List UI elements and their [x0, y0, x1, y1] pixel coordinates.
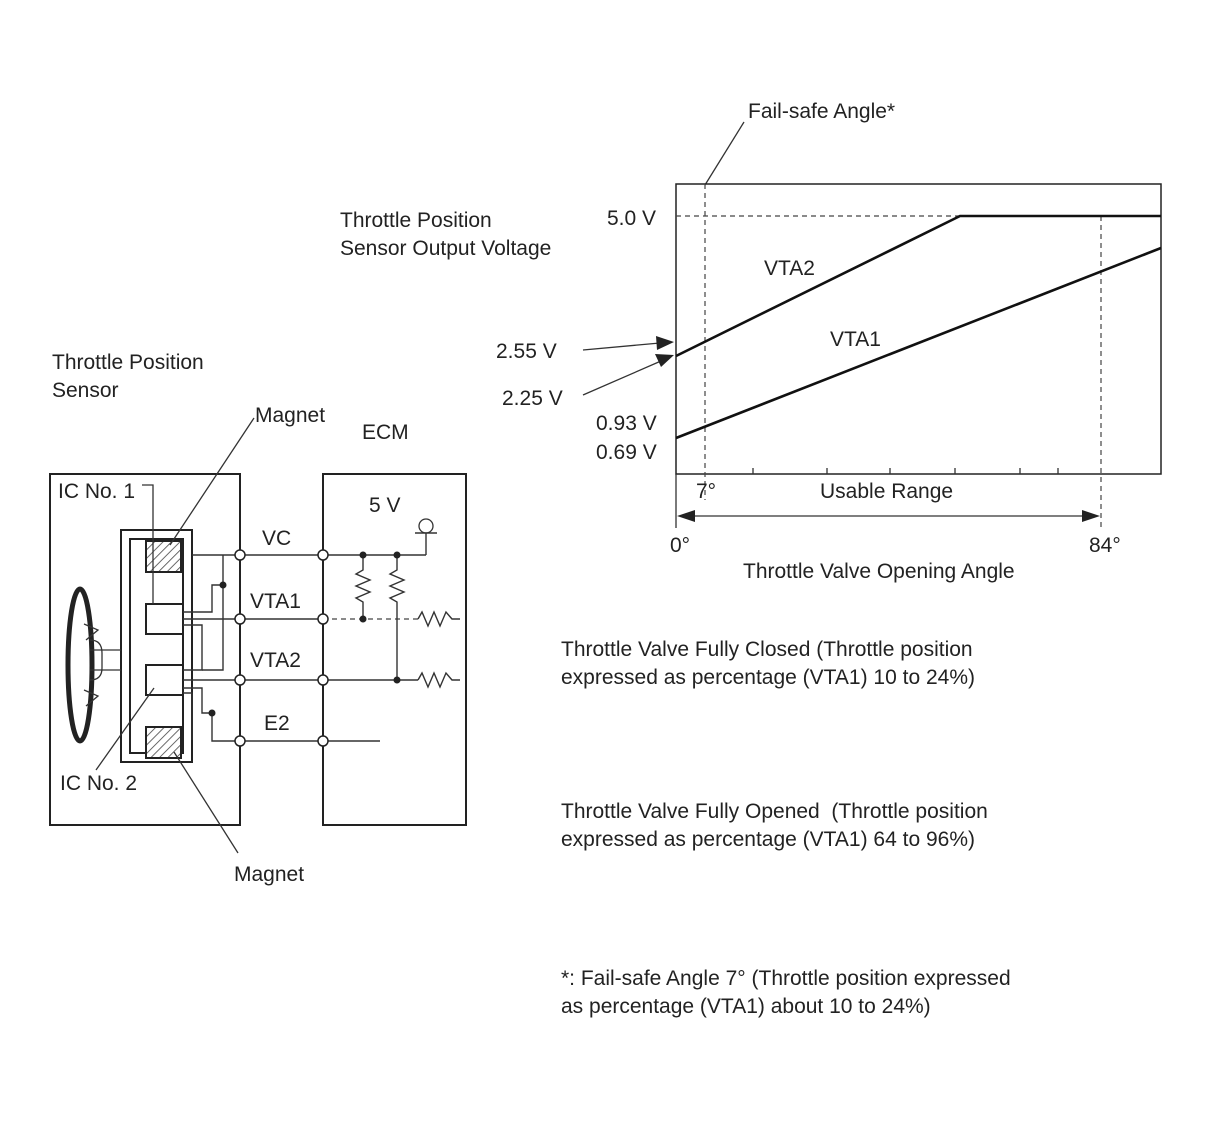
- ic1-leader: [142, 484, 154, 604]
- magnet-top-leader: [169, 417, 255, 546]
- vta1-line: [675, 246, 1162, 440]
- closed-note-line1: Throttle Valve Fully Closed (Throttle po…: [561, 638, 973, 661]
- supply-voltage: 5 V: [369, 494, 401, 517]
- usable-range-label: Usable Range: [820, 480, 953, 503]
- xtick-7deg: 7°: [696, 480, 716, 503]
- ecm-label: ECM: [362, 421, 409, 444]
- ytick-0-93v: 0.93 V: [596, 412, 657, 435]
- rotation-icon: [65, 586, 121, 744]
- xtick-84deg: 84°: [1089, 534, 1121, 557]
- fail-safe-label: Fail-safe Angle*: [748, 100, 895, 123]
- vta1-label: VTA1: [830, 328, 881, 351]
- xtick-0deg: 0°: [670, 534, 690, 557]
- sensor-title-line1: Throttle Position: [52, 351, 204, 374]
- x-axis-ticks: [752, 468, 1059, 474]
- ytick-0-69v: 0.69 V: [596, 441, 657, 464]
- ic2-label: IC No. 2: [60, 772, 137, 795]
- terminal-vta2: VTA2: [250, 649, 301, 672]
- vta2-label: VTA2: [764, 257, 815, 280]
- connector-nodes: [234, 549, 329, 747]
- sensor-core-outer: [120, 529, 193, 763]
- ic1-chip: [145, 603, 184, 635]
- opened-note-line1: Throttle Valve Fully Opened (Throttle po…: [561, 800, 988, 823]
- footnote-line1: *: Fail-safe Angle 7° (Throttle position…: [561, 967, 1011, 990]
- fail-safe-leader: [704, 121, 745, 186]
- sensor-housing: [49, 473, 241, 826]
- magnet-bottom-label: Magnet: [234, 863, 304, 886]
- terminal-e2: E2: [264, 712, 290, 735]
- ytick-2-25v: 2.25 V: [502, 387, 563, 410]
- usable-range-arrow: [677, 510, 1100, 522]
- voltage-arrows: [582, 336, 674, 396]
- wiring: [183, 518, 460, 742]
- magnet-top: [145, 540, 182, 573]
- sensor-title-line2: Sensor: [52, 379, 119, 402]
- ytick-2-55v: 2.55 V: [496, 340, 557, 363]
- magnet-bottom: [145, 726, 182, 759]
- ytick-5v: 5.0 V: [607, 207, 656, 230]
- plot-frame: [675, 183, 1162, 475]
- ic1-label: IC No. 1: [58, 480, 135, 503]
- xlabel: Throttle Valve Opening Angle: [743, 560, 1015, 583]
- magnet-top-label: Magnet: [255, 404, 325, 427]
- opened-note-line2: expressed as percentage (VTA1) 64 to 96%…: [561, 828, 975, 851]
- terminal-vta1: VTA1: [250, 590, 301, 613]
- circuit-diagram: Throttle Position Sensor Magnet ECM IC N…: [49, 351, 467, 886]
- ecm-box: [322, 473, 467, 826]
- magnet-bottom-leader: [173, 751, 239, 854]
- vta2-line: [675, 214, 1161, 358]
- ylabel-line2: Sensor Output Voltage: [340, 237, 551, 260]
- closed-note-line2: expressed as percentage (VTA1) 10 to 24%…: [561, 666, 975, 689]
- terminal-vc: VC: [262, 527, 291, 550]
- output-graph: Fail-safe Angle* Throttle Position Senso…: [340, 100, 1162, 583]
- notes: Throttle Valve Fully Closed (Throttle po…: [561, 638, 1011, 1018]
- ylabel-line1: Throttle Position: [340, 209, 492, 232]
- ic2-leader: [95, 687, 155, 771]
- footnote-line2: as percentage (VTA1) about 10 to 24%): [561, 995, 931, 1018]
